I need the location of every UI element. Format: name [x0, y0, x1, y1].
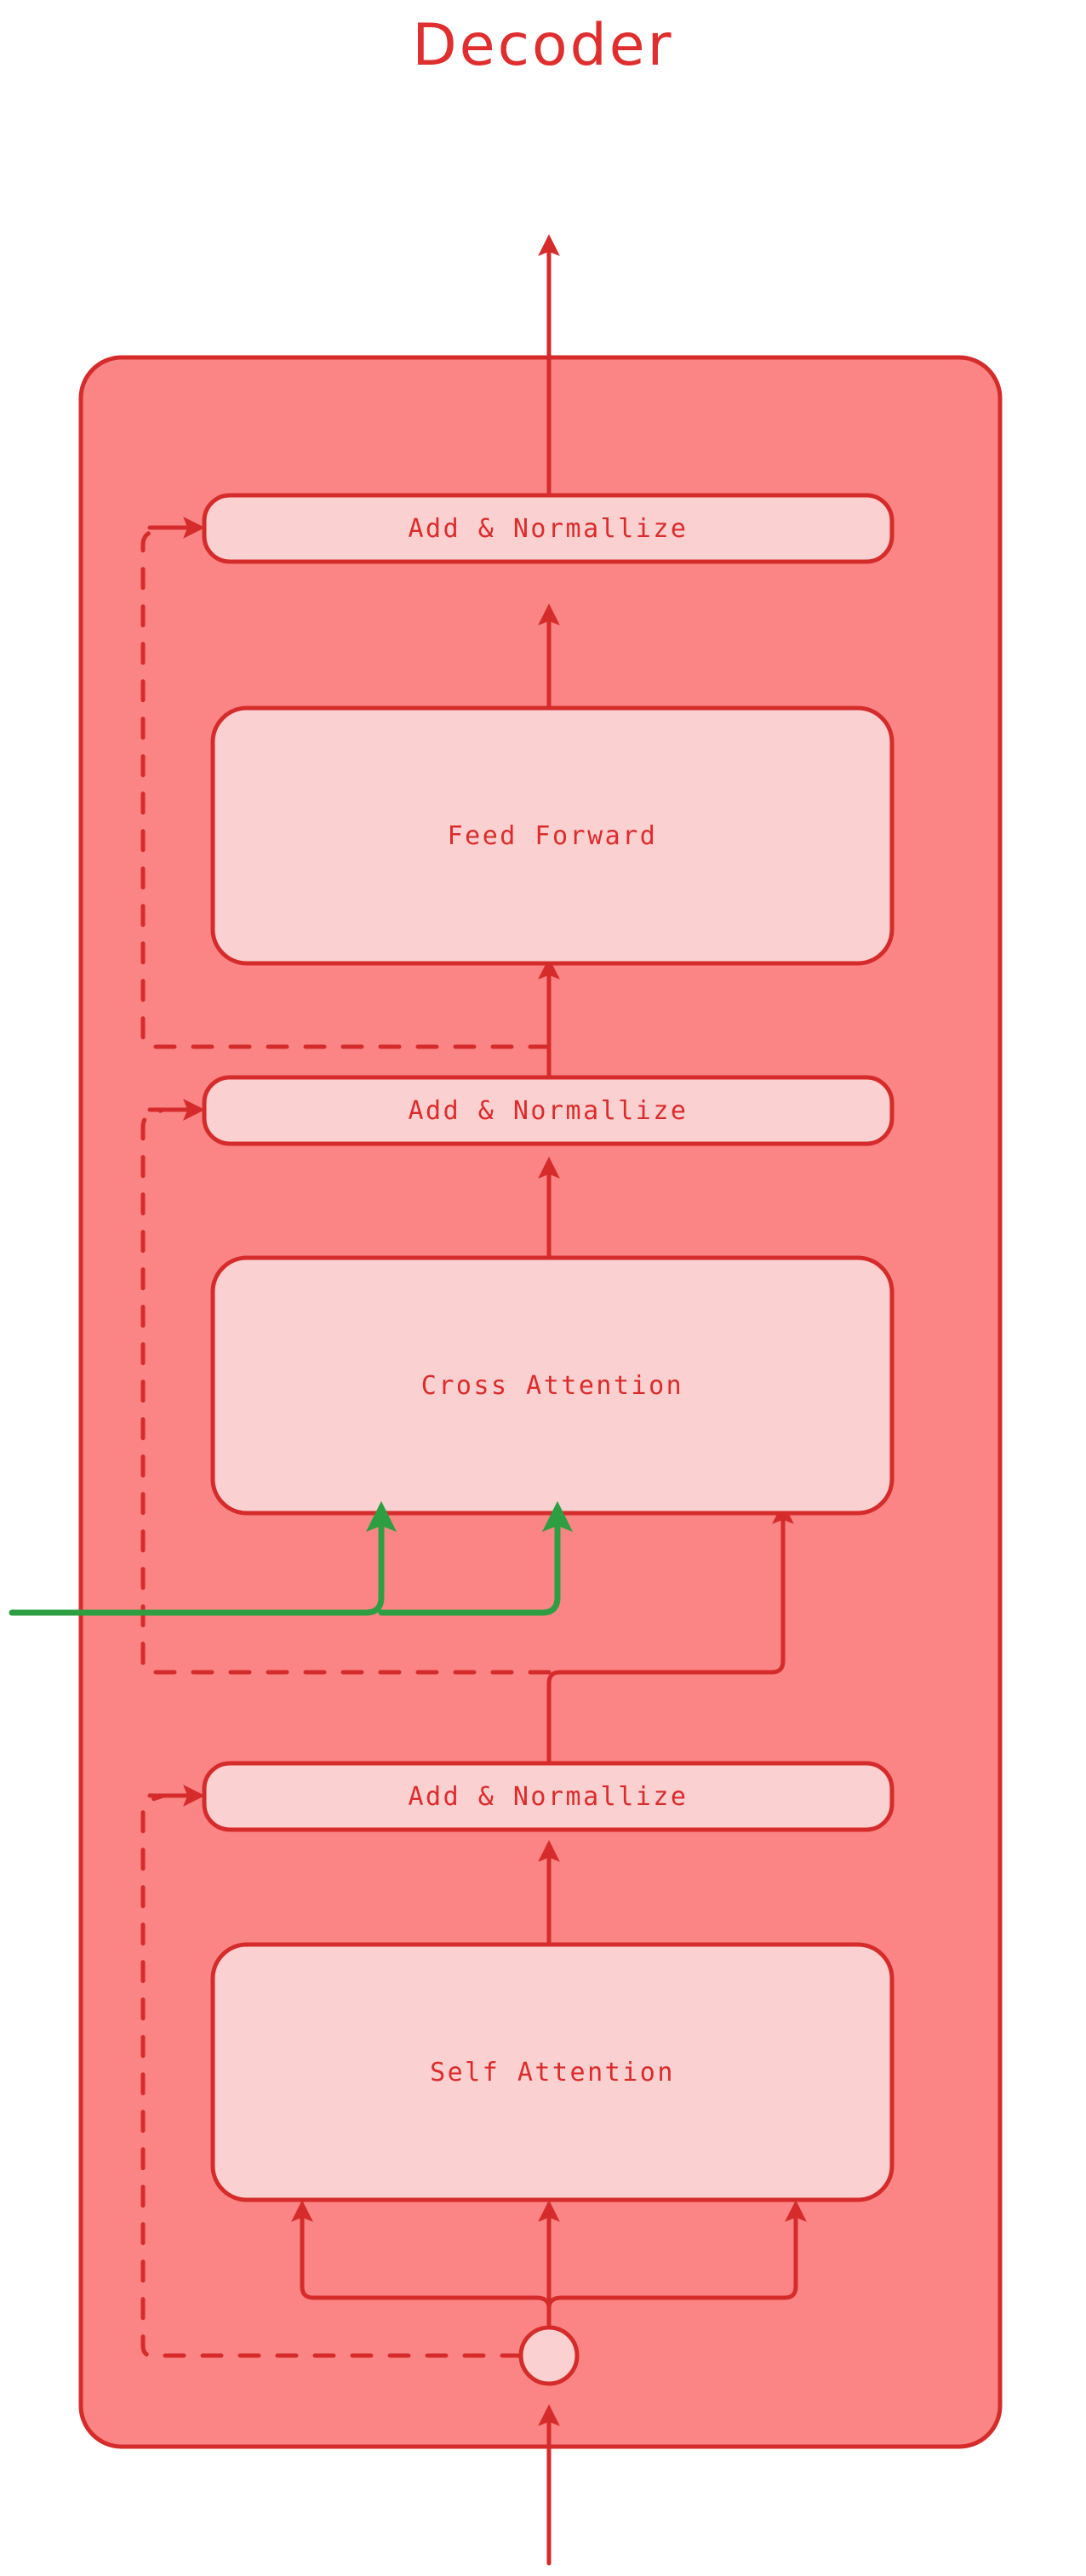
block-cross-attention[interactable] [210, 1255, 895, 1516]
residual-bottom-dashed [140, 1785, 523, 2358]
add-norm-to-cross-attention-arrow [546, 1502, 794, 1766]
block-add-norm-top[interactable] [202, 493, 895, 564]
qkv-branch-arrows [291, 2200, 807, 2328]
block-feed-forward[interactable] [210, 705, 895, 966]
block-add-norm-bottom[interactable] [202, 1761, 895, 1832]
residual-middle-dashed [140, 1099, 552, 1675]
input-node-circle [518, 2325, 580, 2386]
block-add-norm-middle[interactable] [202, 1075, 895, 1146]
page-title: Decoder [412, 12, 674, 79]
residual-top-dashed [140, 517, 552, 1049]
encoder-output-green-arrows [9, 1500, 574, 1616]
block-self-attention[interactable] [210, 1942, 895, 2202]
